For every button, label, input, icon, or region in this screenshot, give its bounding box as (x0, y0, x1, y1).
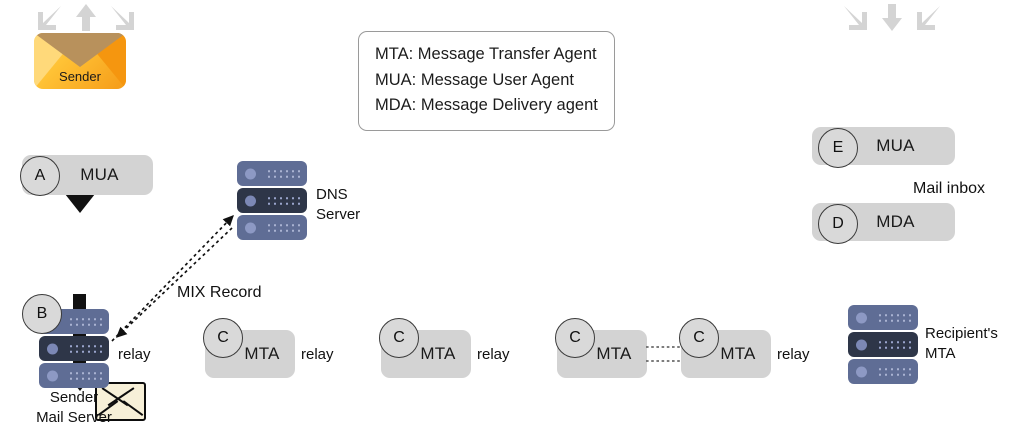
mail-icon-sender-mua (95, 382, 146, 421)
recipient-rack-middle (848, 332, 918, 357)
step-c2-letter: C (393, 329, 405, 346)
relay-label-4: relay (777, 346, 810, 363)
sender-envelope-label: Sender (59, 69, 101, 84)
step-circle-d: D (818, 204, 858, 244)
legend-box: MTA: Message Transfer Agent MUA: Message… (358, 31, 615, 131)
relay-label-2: relay (301, 346, 334, 363)
recipient-rack-bottom (848, 359, 918, 384)
dns-rack-top (237, 161, 307, 186)
dns-caption-line2: Server (316, 205, 361, 223)
sender-mua-label: MUA (80, 165, 119, 184)
step-circle-c-2: C (379, 318, 419, 358)
step-c1-letter: C (217, 329, 229, 346)
receiver-motion-arrows (840, 2, 944, 32)
receiver-mda-label: MDA (876, 212, 915, 231)
step-circle-a: A (20, 156, 60, 196)
sender-mail-caption-line2: Mail Server (36, 408, 112, 426)
server-rack-middle (39, 336, 109, 361)
server-dns (237, 161, 307, 242)
step-c3-letter: C (569, 329, 581, 346)
recipient-caption-line1: Recipient's (925, 325, 998, 342)
sender-mail-caption-line1: Sender (49, 389, 99, 406)
mta-1-label: MTA (244, 344, 280, 363)
step-c4-letter: C (693, 329, 705, 346)
sender-envelope: Sender (34, 33, 126, 89)
recipient-mta-caption: Recipient's MTA (925, 324, 1016, 363)
recipient-caption-line2: MTA (925, 344, 956, 362)
sender-mail-server-caption: Sender Mail Server (9, 388, 139, 427)
recipient-rack-top (848, 305, 918, 330)
step-e-letter: E (832, 139, 844, 156)
legend-line-mta: MTA: Message Transfer Agent (375, 45, 597, 63)
server-rack-bottom (39, 363, 109, 388)
step-circle-b: B (22, 294, 62, 334)
step-circle-c-3: C (555, 318, 595, 358)
dns-query-lines (110, 185, 290, 345)
dns-caption-line1: DNS (316, 186, 348, 203)
relay-label-3: relay (477, 346, 510, 363)
server-recipient-mta (848, 305, 918, 386)
step-d-letter: D (832, 215, 844, 232)
sender-motion-arrows (34, 2, 138, 32)
step-circle-c-4: C (679, 318, 719, 358)
dns-server-caption: DNS Server (316, 185, 396, 224)
dns-rack-bottom (237, 215, 307, 240)
mail-inbox-label: Mail inbox (913, 180, 986, 197)
mta-4-label: MTA (720, 344, 756, 363)
step-circle-e: E (818, 128, 858, 168)
mta-ellipsis-connector (646, 340, 680, 368)
relay-label-1: relay (118, 346, 151, 363)
mta-3-label: MTA (596, 344, 632, 363)
mta-2-label: MTA (420, 344, 456, 363)
step-circle-c-1: C (203, 318, 243, 358)
step-a-letter: A (34, 167, 46, 184)
dns-rack-middle (237, 188, 307, 213)
step-b-letter: B (36, 305, 48, 322)
mix-record-label: MIX Record (177, 284, 262, 301)
legend-line-mda: MDA: Message Delivery agent (375, 96, 598, 115)
legend-line-mua: MUA: Message User Agent (375, 70, 574, 89)
receiver-mua-label: MUA (876, 136, 915, 155)
